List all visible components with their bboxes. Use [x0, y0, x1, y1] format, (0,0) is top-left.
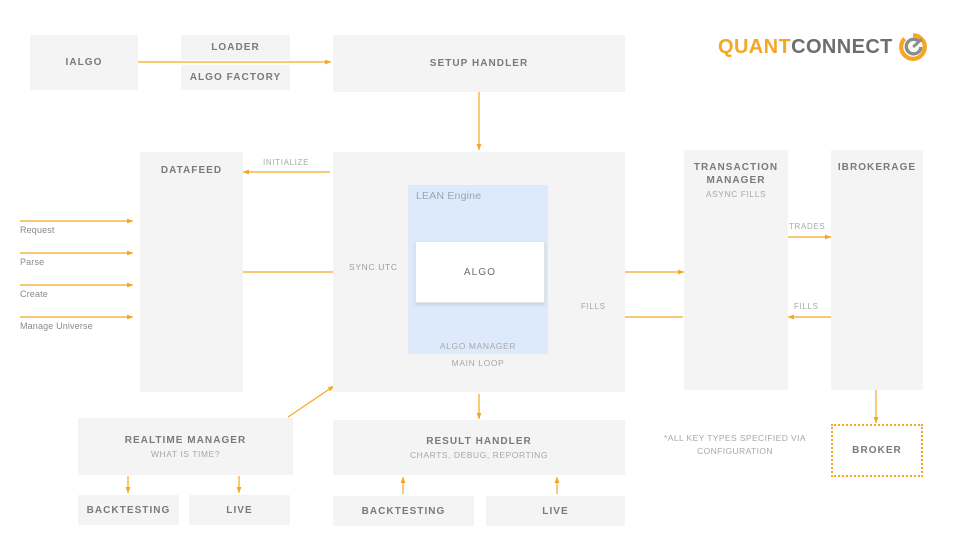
logo-wordmark-connect: CONNECT [791, 36, 893, 58]
box-algo[interactable]: ALGO [415, 241, 545, 303]
logo-wordmark-quant: QUANT [718, 36, 792, 58]
box-loader-title: LOADER [211, 42, 260, 53]
box-realtime-backtesting[interactable]: BACKTESTING [78, 495, 179, 525]
input-label-parse: Parse [20, 257, 45, 267]
box-ibrokerage-title: IBROKERAGE [837, 162, 917, 173]
box-ibrokerage[interactable]: IBROKERAGE [831, 150, 923, 390]
box-realtime-manager[interactable]: REALTIME MANAGER WHAT IS TIME? [78, 418, 293, 475]
box-transaction-manager-title: TRANSACTION MANAGER [693, 162, 779, 186]
box-result-handler-subtitle: CHARTS, DEBUG, REPORTING [409, 449, 549, 460]
quantconnect-logo: QUANTCONNECT [718, 33, 927, 61]
box-result-backtesting[interactable]: BACKTESTING [333, 496, 474, 526]
box-datafeed[interactable]: DATAFEED [140, 152, 243, 392]
box-result-live-title: LIVE [542, 505, 569, 517]
box-transaction-manager-subtitle: ASYNC FILLS [705, 189, 767, 199]
box-algo-factory[interactable]: ALGO FACTORY [181, 65, 290, 90]
box-realtime-live-title: LIVE [226, 504, 253, 516]
input-label-create: Create [20, 289, 48, 299]
box-setup-handler-title: SETUP HANDLER [429, 58, 529, 69]
box-ialgo[interactable]: IALGO [30, 35, 138, 90]
quantconnect-logo-mark [898, 33, 927, 61]
box-realtime-manager-subtitle: WHAT IS TIME? [150, 448, 221, 459]
box-ialgo-title: IALGO [65, 57, 103, 68]
edge-label-sync-utc: SYNC UTC [349, 262, 398, 272]
box-broker[interactable]: BROKER [831, 424, 923, 477]
edge-label-fills-mid: FILLS [581, 302, 606, 311]
box-result-handler[interactable]: RESULT HANDLER CHARTS, DEBUG, REPORTING [333, 420, 625, 475]
box-algo-title: ALGO [463, 266, 497, 278]
box-realtime-live[interactable]: LIVE [189, 495, 290, 525]
algo-manager-label: ALGO MANAGER [439, 341, 517, 351]
box-setup-handler[interactable]: SETUP HANDLER [333, 35, 625, 92]
edge-label-initialize: INITIALIZE [263, 158, 310, 167]
box-realtime-backtesting-title: BACKTESTING [86, 504, 171, 516]
input-label-manage-universe: Manage Universe [20, 321, 93, 331]
edge-label-fills-right: FILLS [794, 302, 819, 311]
box-realtime-manager-title: REALTIME MANAGER [124, 434, 247, 446]
box-result-backtesting-title: BACKTESTING [361, 505, 446, 517]
box-transaction-manager[interactable]: TRANSACTION MANAGER ASYNC FILLS [684, 150, 788, 390]
box-result-handler-title: RESULT HANDLER [426, 435, 532, 447]
arrow-realtime-to-engine [287, 385, 335, 418]
box-result-live[interactable]: LIVE [486, 496, 625, 526]
box-algo-factory-title: ALGO FACTORY [189, 72, 282, 83]
main-loop-label: MAIN LOOP [451, 358, 505, 368]
footnote-text: *ALL KEY TYPES SPECIFIED VIA CONFIGURATI… [664, 433, 806, 456]
box-broker-title: BROKER [852, 445, 902, 456]
box-loader[interactable]: LOADER [181, 35, 290, 60]
input-label-request: Request [20, 225, 55, 235]
box-datafeed-title: DATAFEED [160, 165, 223, 176]
lean-engine-label: LEAN Engine [416, 190, 482, 202]
edge-label-trades: TRADES [789, 222, 826, 231]
